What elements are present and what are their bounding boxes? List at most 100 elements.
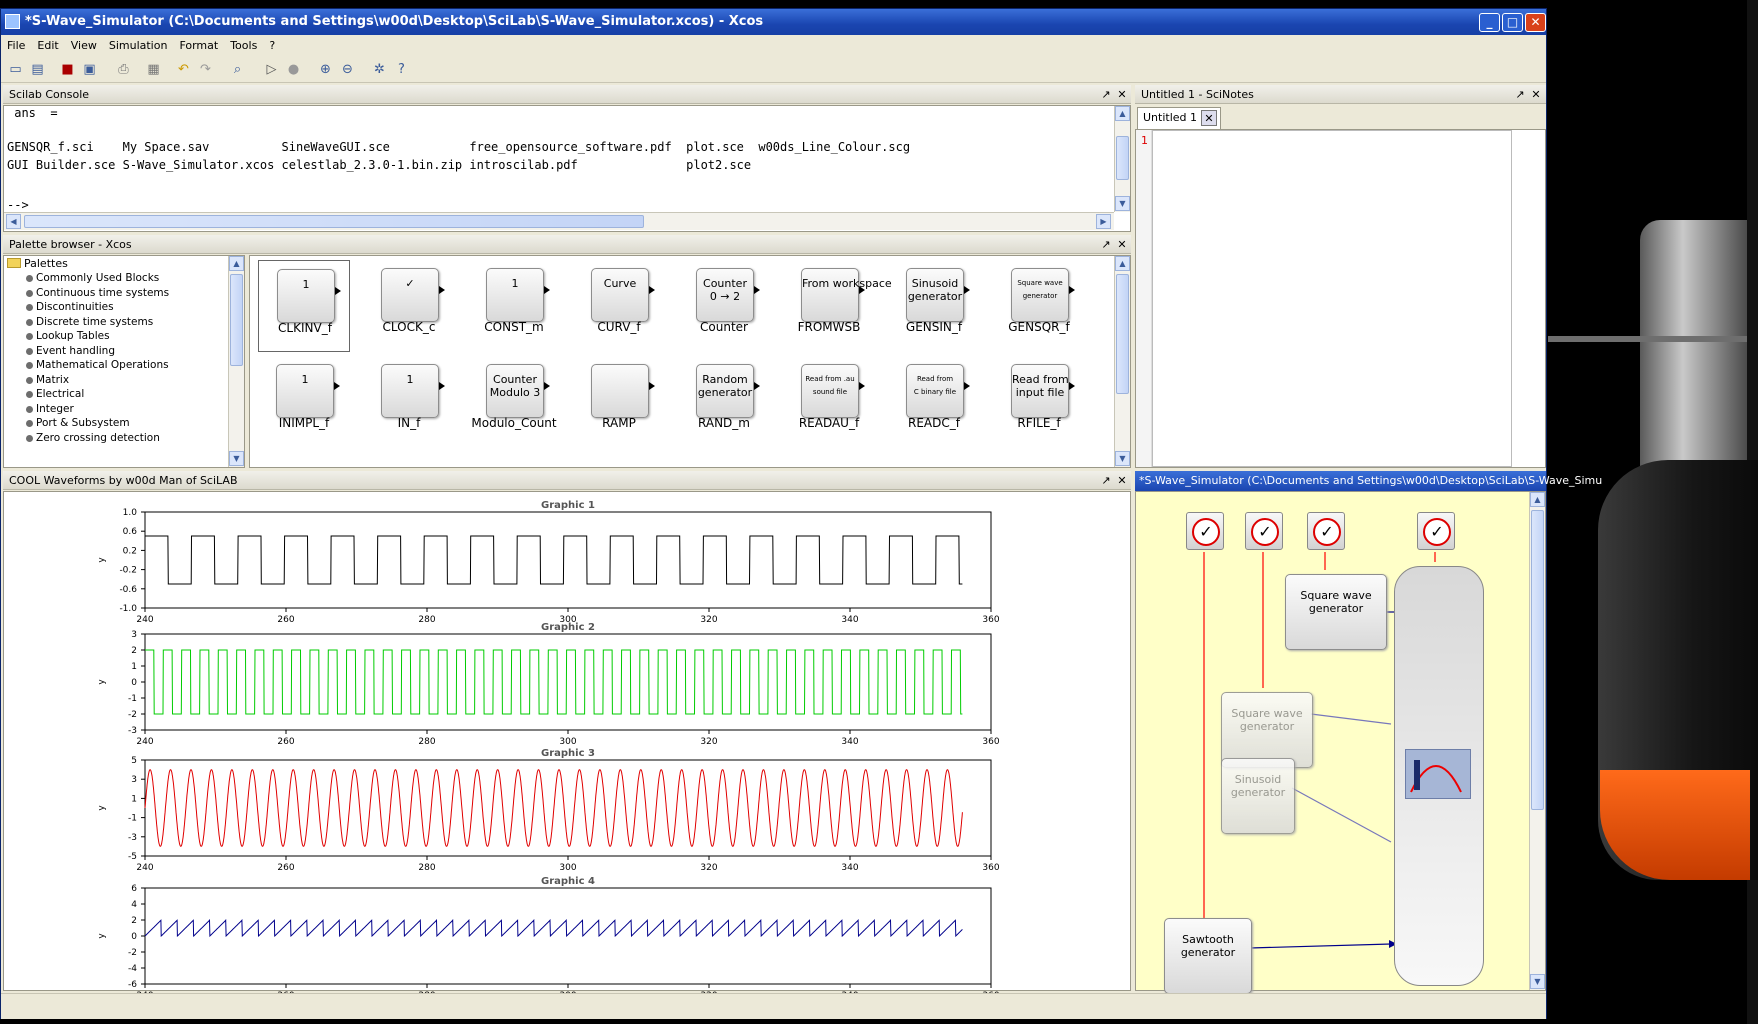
scroll-up-icon[interactable]: ▲: [229, 256, 244, 271]
undo-icon[interactable]: ↶: [178, 62, 189, 77]
tree-root[interactable]: Palettes: [4, 256, 244, 271]
palette-block-clock_c[interactable]: ✓CLOCK_c: [363, 260, 455, 352]
close-panel-icon[interactable]: ✕: [1117, 238, 1127, 251]
maximize-button[interactable]: □: [1502, 13, 1523, 32]
save-as-icon[interactable]: ▣: [83, 62, 96, 77]
blocks-vscroll[interactable]: ▲ ▼: [1114, 256, 1130, 467]
clock-block-4[interactable]: ✓: [1417, 512, 1455, 550]
zoom-out-icon[interactable]: ⊖: [342, 62, 353, 77]
menu-edit[interactable]: Edit: [37, 39, 59, 52]
menu-format[interactable]: Format: [179, 39, 219, 52]
close-button[interactable]: ✕: [1525, 13, 1546, 32]
settings-icon[interactable]: ✲: [374, 62, 385, 77]
diagram-canvas[interactable]: ✓ ✓ ✓ ✓ Square wave generator Square wav…: [1135, 491, 1546, 994]
start-icon[interactable]: ▷: [266, 62, 277, 77]
undock-icon[interactable]: ↗: [1101, 238, 1111, 251]
sawtooth-block[interactable]: Sawtooth generator: [1164, 918, 1252, 994]
diagram-vscroll-thumb[interactable]: [1531, 510, 1544, 810]
open-icon[interactable]: ▤: [31, 62, 44, 77]
square-wave-block-1[interactable]: Square wave generator: [1285, 574, 1387, 650]
scroll-down-icon[interactable]: ▼: [1115, 451, 1130, 466]
console-hscroll[interactable]: ◀ ▶: [4, 212, 1114, 230]
menu-simulation[interactable]: Simulation: [108, 39, 168, 52]
close-panel-icon[interactable]: ✕: [1117, 474, 1127, 487]
undock-icon[interactable]: ↗: [1101, 88, 1111, 101]
redo-icon[interactable]: ↷: [200, 62, 211, 77]
scroll-right-icon[interactable]: ▶: [1096, 214, 1111, 229]
blocks-vscroll-thumb[interactable]: [1116, 274, 1129, 394]
new-icon[interactable]: ▭: [9, 62, 22, 77]
palette-tree-item[interactable]: Integer: [4, 402, 244, 417]
diagram-header[interactable]: *S-Wave_Simulator (C:\Documents and Sett…: [1135, 471, 1602, 491]
palette-tree-item[interactable]: Event handling: [4, 344, 244, 359]
console-vscroll[interactable]: ▲ ▼: [1114, 106, 1130, 212]
zoom-in-icon[interactable]: ⊕: [320, 62, 331, 77]
scroll-down-icon[interactable]: ▼: [1530, 974, 1545, 989]
tree-vscroll-thumb[interactable]: [230, 274, 243, 366]
clock-block-3[interactable]: ✓: [1307, 512, 1345, 550]
scroll-down-icon[interactable]: ▼: [229, 451, 244, 466]
palette-tree-item[interactable]: Port & Subsystem: [4, 416, 244, 431]
scroll-left-icon[interactable]: ◀: [6, 214, 21, 229]
window-titlebar[interactable]: *S-Wave_Simulator (C:\Documents and Sett…: [1, 9, 1546, 35]
save-icon[interactable]: ■: [61, 62, 74, 77]
undock-icon[interactable]: ↗: [1515, 88, 1525, 101]
scope-superblock[interactable]: [1394, 566, 1484, 986]
palette-tree-item[interactable]: Discontinuities: [4, 300, 244, 315]
menu-view[interactable]: View: [70, 39, 97, 52]
close-panel-icon[interactable]: ✕: [1117, 88, 1127, 101]
close-tab-icon[interactable]: ✕: [1201, 110, 1217, 126]
palette-tree-item[interactable]: Matrix: [4, 373, 244, 388]
palette-tree-item[interactable]: Lookup Tables: [4, 329, 244, 344]
palette-tree-item[interactable]: Commonly Used Blocks: [4, 271, 244, 286]
scinotes-editor[interactable]: 1: [1135, 129, 1546, 468]
export-icon[interactable]: ▦: [147, 62, 160, 77]
minimize-button[interactable]: _: [1479, 13, 1500, 32]
palette-tree-item[interactable]: Mathematical Operations: [4, 358, 244, 373]
palette-tree-item[interactable]: Zero crossing detection: [4, 431, 244, 446]
editor-text-area[interactable]: [1152, 130, 1512, 467]
print-icon[interactable]: ⎙: [118, 62, 129, 77]
square-wave-block-2[interactable]: Square wave generator: [1221, 692, 1313, 768]
menu-help[interactable]: ?: [269, 39, 276, 52]
palette-tree-item[interactable]: Electrical: [4, 387, 244, 402]
close-panel-icon[interactable]: ✕: [1531, 88, 1541, 101]
stop-icon[interactable]: ●: [287, 62, 300, 77]
zoom-fit-icon[interactable]: ⌕: [233, 62, 242, 77]
clock-block-1[interactable]: ✓: [1186, 512, 1224, 550]
scroll-down-icon[interactable]: ▼: [1115, 196, 1130, 211]
clock-block-2[interactable]: ✓: [1245, 512, 1283, 550]
help-icon[interactable]: ?: [398, 62, 405, 77]
scroll-up-icon[interactable]: ▲: [1115, 256, 1130, 271]
console-output[interactable]: ans = GENSQR_f.sci My Space.sav SineWave…: [3, 105, 1131, 232]
menu-tools[interactable]: Tools: [230, 39, 258, 52]
scroll-up-icon[interactable]: ▲: [1530, 492, 1545, 507]
undock-icon[interactable]: ↗: [1101, 474, 1111, 487]
palette-tree-item[interactable]: Continuous time systems: [4, 286, 244, 301]
palette-block-ramp[interactable]: RAMP: [573, 356, 665, 448]
console-hscroll-thumb[interactable]: [24, 215, 644, 228]
diagram-vscroll[interactable]: ▲ ▼: [1529, 492, 1545, 990]
tab-untitled-1[interactable]: Untitled 1 ✕: [1137, 107, 1221, 129]
sinusoid-block[interactable]: Sinusoid generator: [1221, 758, 1295, 834]
menu-file[interactable]: File: [7, 39, 26, 52]
tree-vscroll[interactable]: ▲ ▼: [228, 256, 244, 467]
palette-tree-item[interactable]: Discrete time systems: [4, 315, 244, 330]
scroll-up-icon[interactable]: ▲: [1115, 106, 1130, 121]
